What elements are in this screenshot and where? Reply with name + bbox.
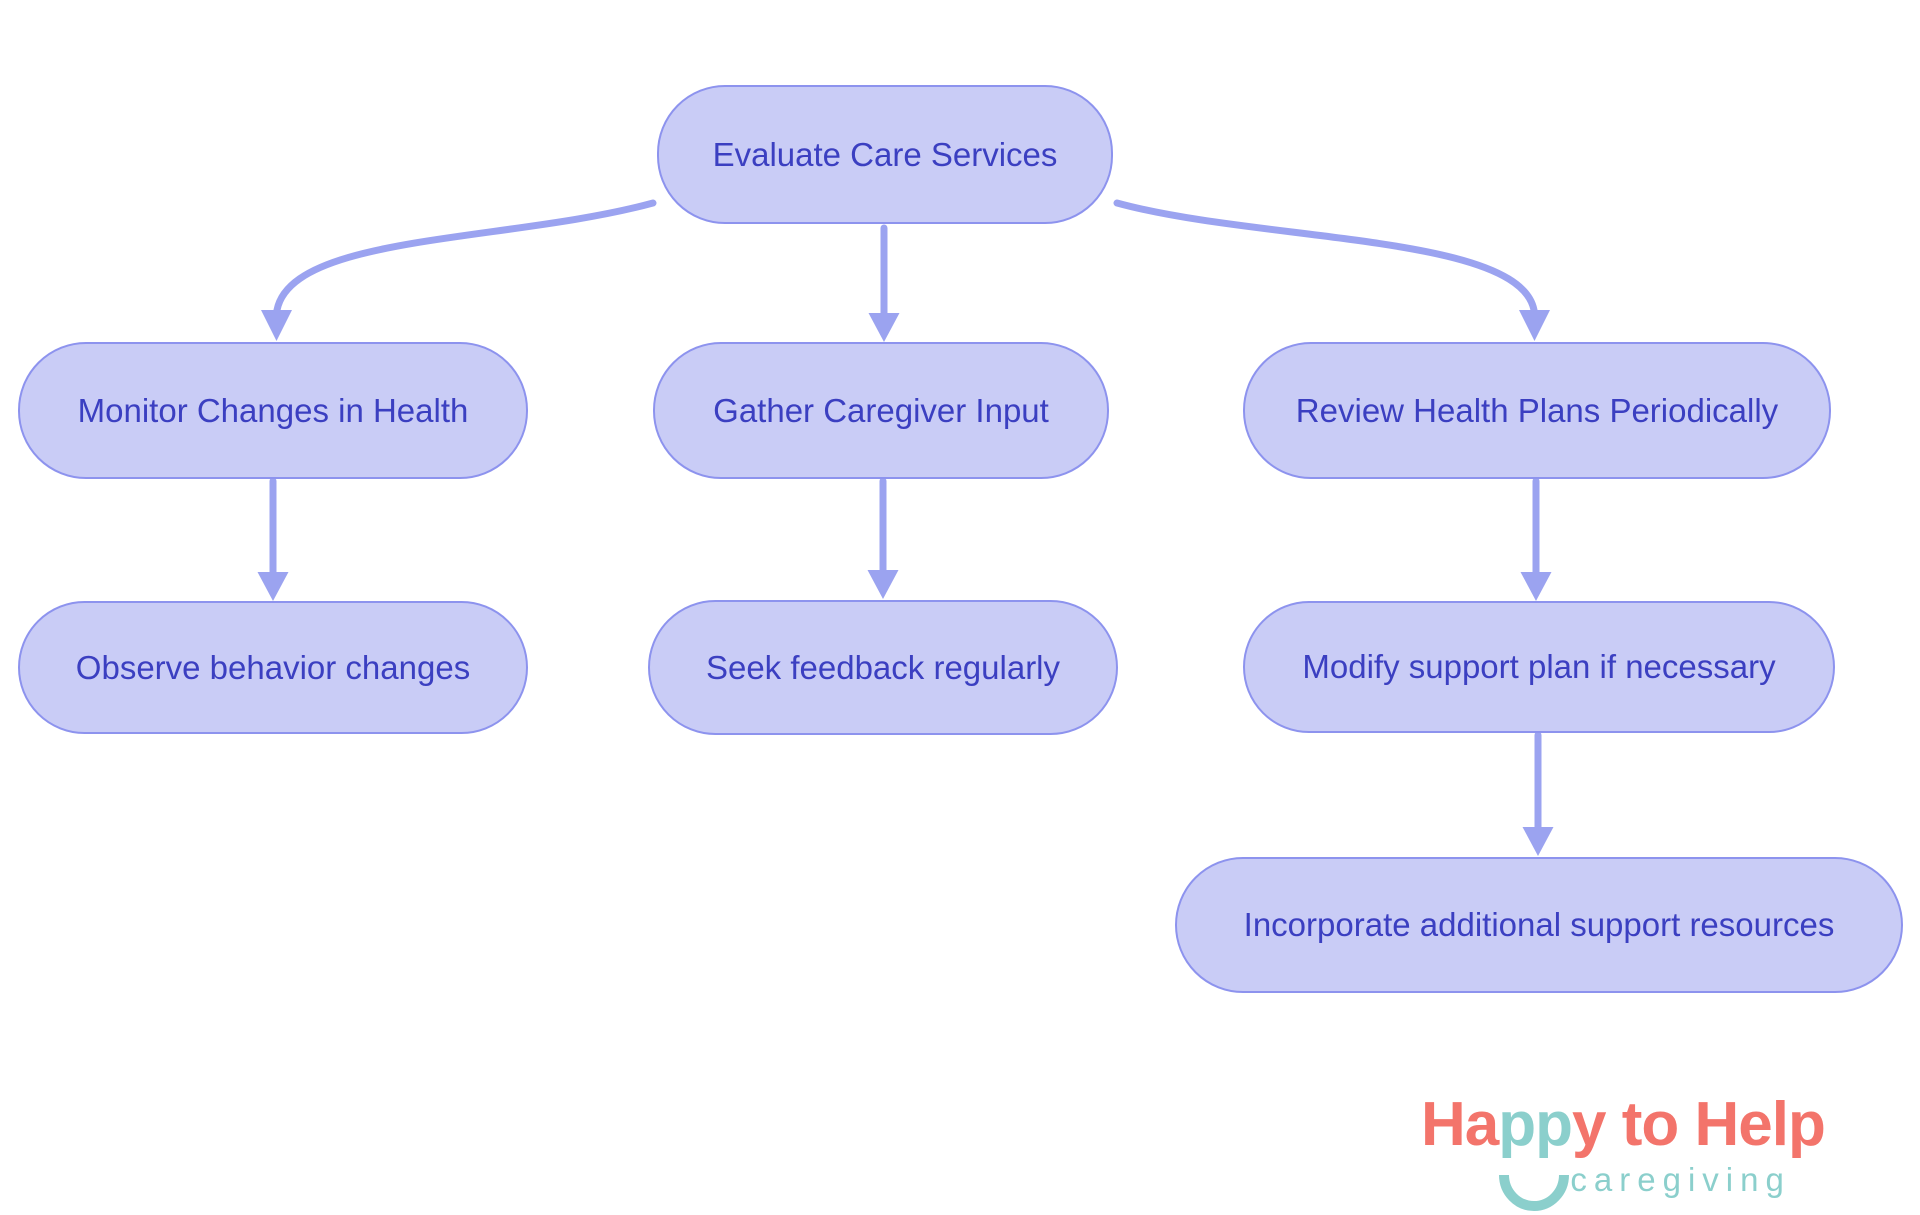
node-label: Modify support plan if necessary	[1302, 648, 1776, 685]
node-label: Observe behavior changes	[75, 648, 471, 686]
node-seek-feedback-regularly: Seek feedback regularly	[648, 600, 1118, 735]
arrow-gather-to-seek	[867, 477, 899, 599]
arrow-review-to-modify	[1520, 477, 1552, 601]
node-label: Evaluate Care Services	[712, 135, 1058, 173]
logo-text-y-to-help: y to Help	[1572, 1090, 1826, 1159]
node-label: Monitor Changes in Health	[77, 391, 469, 429]
node-evaluate-care-services: Evaluate Care Services	[657, 85, 1113, 224]
arrow-modify-to-incorporate	[1522, 731, 1554, 856]
arrow-evaluate-to-monitor	[261, 199, 657, 341]
node-review-health-plans-periodically: Review Health Plans Periodically	[1243, 342, 1831, 479]
arrow-monitor-to-observe	[257, 477, 289, 601]
node-observe-behavior-changes: Observe behavior changes	[18, 601, 528, 734]
node-label: Gather Caregiver Input	[713, 391, 1049, 429]
node-label: Review Health Plans Periodically	[1295, 391, 1779, 429]
node-gather-caregiver-input: Gather Caregiver Input	[653, 342, 1109, 479]
logo-text-pp: pp	[1498, 1094, 1573, 1211]
node-modify-support-plan-if-necessary: Modify support plan if necessary	[1243, 601, 1835, 733]
logo-text-ha: Ha	[1421, 1090, 1499, 1159]
smile-icon	[1499, 1174, 1570, 1211]
arrow-evaluate-to-gather	[868, 224, 900, 342]
node-monitor-changes-in-health: Monitor Changes in Health	[18, 342, 528, 479]
node-incorporate-additional-support-resources: Incorporate additional support resources	[1175, 857, 1903, 993]
logo-tagline: caregiving	[1570, 1161, 1791, 1198]
arrow-evaluate-to-review	[1113, 199, 1550, 341]
node-label: Seek feedback regularly	[705, 648, 1061, 686]
node-label: Incorporate additional support resources	[1243, 906, 1835, 943]
